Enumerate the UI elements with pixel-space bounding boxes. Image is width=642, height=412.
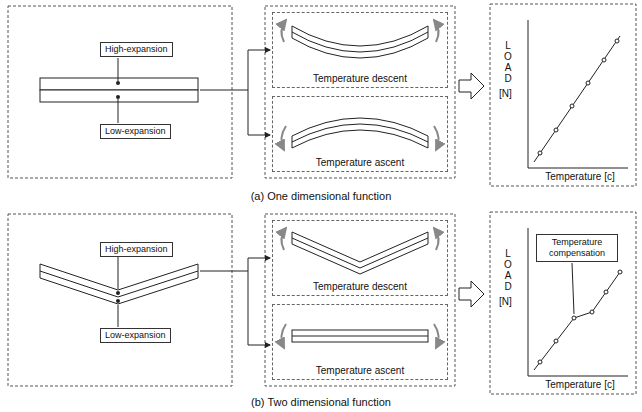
state-panel: Temperature descent <box>272 12 448 88</box>
bent-strip <box>292 232 428 274</box>
hollow-arrow <box>459 73 484 99</box>
caption: (a) One dimensional function <box>251 190 392 203</box>
branch-arrow <box>248 50 270 51</box>
axis-unit: [N] <box>499 296 512 308</box>
axis-label: Temperature [c] <box>545 379 614 391</box>
axis-unit: [N] <box>499 88 512 100</box>
node-text: Low-expansion <box>105 126 166 137</box>
rotation-arrow <box>434 126 439 150</box>
panel-frame <box>265 214 455 386</box>
rotation-arrow <box>434 228 439 250</box>
axis-label: LOAD <box>503 248 513 292</box>
leader-line <box>118 305 119 327</box>
state-panel: Temperature descent <box>272 220 448 296</box>
panel-frame <box>265 6 455 178</box>
rotation-arrow <box>434 324 439 348</box>
axis-label: Temperature [c] <box>545 171 614 183</box>
panel-frame <box>8 6 232 178</box>
leader-line <box>572 263 574 314</box>
node-text: Low-expansion <box>105 330 166 341</box>
label-box: High-expansion <box>100 42 173 57</box>
rotation-arrow <box>281 228 286 250</box>
rotation-arrow <box>281 126 286 150</box>
label-box: High-expansion <box>100 242 173 257</box>
graph-axes <box>528 228 628 376</box>
node-text: Temperature ascent <box>273 157 447 169</box>
graph-line <box>534 272 620 370</box>
bimetal-strip <box>40 78 198 102</box>
branch-arrow <box>248 258 270 259</box>
label-box: Low-expansion <box>100 124 171 139</box>
node-text: Temperature descent <box>273 73 447 85</box>
rotation-arrow <box>434 20 439 42</box>
flat-strip <box>292 330 428 342</box>
label-box: Low-expansion <box>100 328 171 343</box>
graph-axes <box>528 20 628 168</box>
branch-line <box>200 258 248 345</box>
node-text: High-expansion <box>105 244 168 255</box>
caption: (b) Two dimensional function <box>251 396 391 409</box>
data-point <box>538 39 619 155</box>
panel-frame <box>490 4 636 186</box>
node-text: Temperature ascent <box>273 365 447 377</box>
point-dot <box>116 299 120 303</box>
leader-line <box>118 58 119 81</box>
branch-arrow <box>248 135 270 136</box>
graph-line <box>534 36 620 162</box>
point-dot <box>116 81 120 85</box>
data-point <box>538 270 622 364</box>
panel-frame <box>8 214 232 386</box>
node-text: Temperature descent <box>273 281 447 293</box>
state-panel: Temperature ascent <box>272 96 448 172</box>
rotation-arrow <box>281 20 286 42</box>
leader-line <box>118 99 119 123</box>
hollow-arrow <box>459 281 484 307</box>
panel-frame <box>490 212 636 394</box>
bimetal-strip <box>40 264 198 304</box>
axis-label: LOAD <box>503 40 513 84</box>
branch-line <box>200 50 248 135</box>
branch-arrow <box>248 345 270 346</box>
leader-line <box>118 257 119 289</box>
rotation-arrow <box>281 324 286 348</box>
point-dot <box>116 291 120 295</box>
bent-strip <box>292 118 428 148</box>
node-text: High-expansion <box>105 44 168 55</box>
bent-strip <box>292 26 428 58</box>
point-dot <box>116 95 120 99</box>
state-panel: Temperature ascent <box>272 304 448 380</box>
callout-box: Temperature compensation <box>536 234 618 262</box>
node-text: Temperature compensation <box>540 237 614 259</box>
